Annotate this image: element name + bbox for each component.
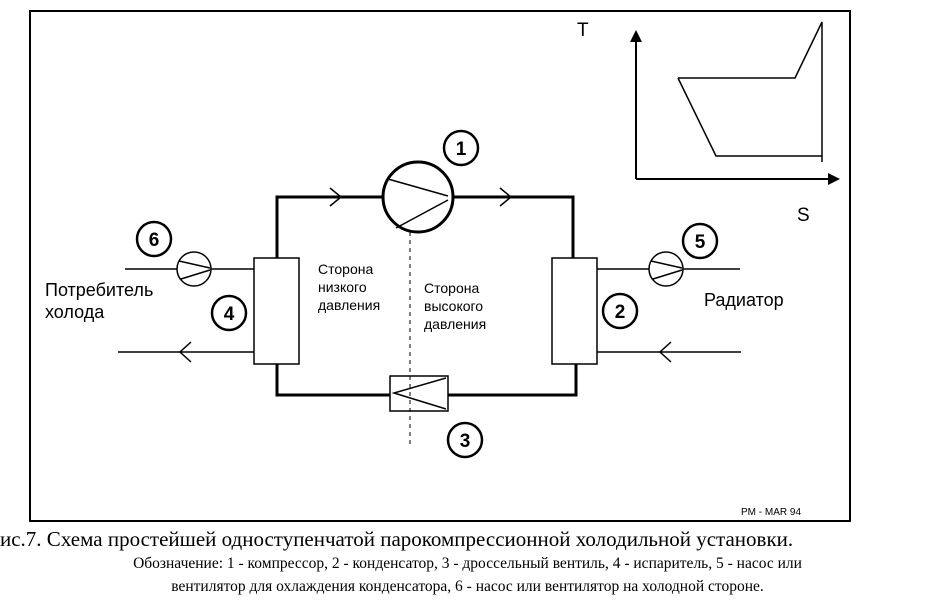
pipe-discharge: [453, 195, 575, 258]
ts-cycle-upper: [678, 21, 823, 162]
t-axis-arrow-icon: [630, 30, 642, 42]
diagram-frame: [29, 10, 851, 522]
stamp-label: PM - MAR 94: [741, 507, 801, 518]
marker-4: [210, 294, 248, 332]
pipe-liquid: [448, 364, 578, 397]
marker-5: [681, 222, 719, 260]
ts-cycle-lower: [677, 77, 822, 157]
t-axis-label: T: [577, 20, 589, 41]
consumer-label-line1: Потребитель: [45, 280, 153, 300]
s-axis-label: S: [797, 205, 810, 226]
high-side-line1: Сторона: [424, 280, 479, 296]
marker-5-label: 5: [695, 232, 706, 253]
throttle-valve: [389, 375, 449, 412]
marker-1-label: 1: [456, 139, 467, 160]
high-side-line2: высокого: [424, 298, 483, 314]
pump-cold-icon: [176, 251, 212, 287]
marker-2-label: 2: [615, 302, 626, 323]
legend-line-1: Обозначение: 1 - компрессор, 2 - конденс…: [133, 555, 802, 572]
low-side-line2: низкого: [318, 279, 367, 295]
condenser: [551, 257, 598, 365]
compressor-icon: [381, 160, 455, 234]
marker-3: [446, 421, 484, 459]
marker-3-label: 3: [460, 431, 471, 452]
pipe-suction: [275, 195, 383, 258]
marker-1: [442, 129, 480, 167]
cold-circuit: [118, 251, 254, 363]
pipe-evaporator-return: [275, 364, 390, 397]
compressor: [381, 160, 455, 234]
flow-arrow-icon: [499, 187, 513, 207]
legend-line-2: вентилятор для охлаждения конденсатора, …: [171, 578, 764, 595]
marker-6: [135, 220, 173, 258]
marker-2: [601, 292, 639, 330]
hot-circuit: [597, 251, 741, 363]
low-side-line1: Сторона: [318, 261, 373, 277]
evaporator: [253, 257, 300, 365]
marker-4-label: 4: [224, 304, 235, 325]
pump-hot-icon: [648, 251, 684, 287]
flow-arrow-icon: [329, 187, 343, 207]
figure-caption: ис.7. Схема простейшей одноступенчатой п…: [0, 527, 794, 551]
refrigerant-loop: [275, 195, 578, 397]
high-side-line3: давления: [424, 316, 486, 332]
ts-chart: [630, 21, 840, 185]
valve-icon: [391, 377, 447, 410]
marker-6-label: 6: [149, 230, 160, 251]
s-axis-arrow-icon: [828, 173, 840, 185]
low-side-line3: давления: [318, 297, 380, 313]
consumer-label-line2: холода: [45, 302, 105, 322]
radiator-label: Радиатор: [704, 290, 784, 310]
